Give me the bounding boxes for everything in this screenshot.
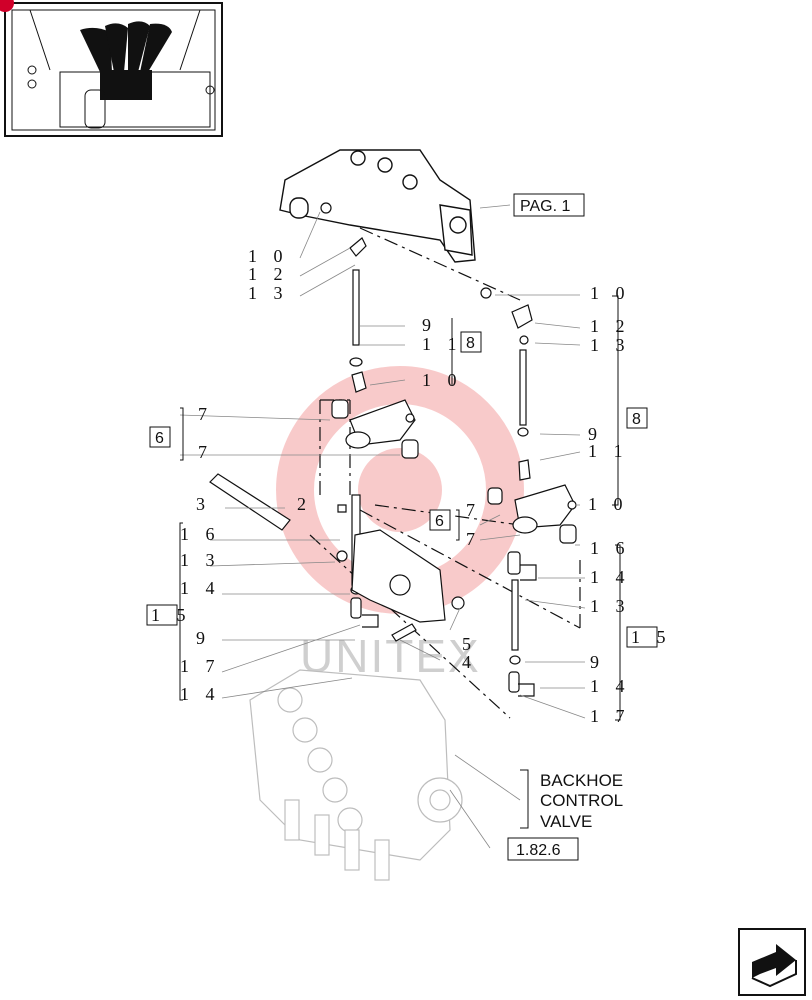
svg-text:7: 7 xyxy=(198,404,213,424)
ref-box-6-left[interactable]: 6 xyxy=(149,426,171,448)
left-coupler xyxy=(331,399,419,459)
svg-text:1.82.6: 1.82.6 xyxy=(516,842,561,859)
svg-text:1 7: 1 7 xyxy=(590,706,631,726)
ref-box-15-right[interactable]: 1 5 xyxy=(626,626,672,648)
leader-lines xyxy=(179,204,586,849)
svg-text:1 3: 1 3 xyxy=(248,283,289,303)
svg-text:7: 7 xyxy=(198,442,213,462)
backhoe-valve-label: BACKHOE CONTROL VALVE xyxy=(540,771,623,831)
svg-text:1 1: 1 1 xyxy=(588,441,629,461)
svg-text:8: 8 xyxy=(466,335,475,352)
svg-text:1 3: 1 3 xyxy=(180,550,221,570)
svg-text:1 4: 1 4 xyxy=(590,567,631,587)
svg-text:1 0: 1 0 xyxy=(422,370,463,390)
svg-text:6: 6 xyxy=(155,430,164,447)
thumbnail-cab-levers[interactable] xyxy=(4,2,223,137)
ref-box-15-left[interactable]: 1 5 xyxy=(146,604,192,626)
backhoe-control-valve-ghost xyxy=(249,669,463,881)
brackets xyxy=(179,295,621,829)
svg-text:CONTROL: CONTROL xyxy=(540,791,623,810)
ref-box-8-left[interactable]: 8 xyxy=(460,331,482,353)
callout-labels: 1 0 1 2 1 3 1 0 1 2 1 3 9 1 1 1 0 9 1 1 … xyxy=(180,246,631,726)
svg-text:9: 9 xyxy=(590,652,605,672)
svg-text:1 5: 1 5 xyxy=(631,627,672,647)
svg-text:BACKHOE: BACKHOE xyxy=(540,771,623,790)
svg-text:2: 2 xyxy=(297,494,312,514)
lever-bar-plate xyxy=(209,473,465,642)
svg-text:1 4: 1 4 xyxy=(180,578,221,598)
svg-text:1 1: 1 1 xyxy=(422,334,463,354)
next-page-arrow-icon[interactable] xyxy=(738,928,806,996)
svg-text:1 6: 1 6 xyxy=(590,538,631,558)
svg-text:1 3: 1 3 xyxy=(590,596,631,616)
svg-text:9: 9 xyxy=(588,424,603,444)
svg-text:9: 9 xyxy=(196,628,211,648)
thumbnail-marker xyxy=(0,0,14,12)
svg-text:9: 9 xyxy=(422,315,437,335)
svg-text:4: 4 xyxy=(462,652,477,672)
svg-text:1 2: 1 2 xyxy=(248,264,289,284)
svg-text:1 7: 1 7 xyxy=(180,656,221,676)
svg-text:1 6: 1 6 xyxy=(180,524,221,544)
svg-text:1 0: 1 0 xyxy=(248,246,289,266)
svg-text:1 4: 1 4 xyxy=(590,676,631,696)
ref-1826[interactable]: 1.82.6 xyxy=(507,837,579,861)
svg-text:1 3: 1 3 xyxy=(590,335,631,355)
svg-text:8: 8 xyxy=(632,411,641,428)
svg-text:PAG. 1: PAG. 1 xyxy=(520,198,570,215)
ref-box-6-right[interactable]: 6 xyxy=(429,509,451,531)
ref-box-8-right[interactable]: 8 xyxy=(626,407,648,429)
lever-housing xyxy=(279,149,476,263)
svg-text:1 0: 1 0 xyxy=(588,494,629,514)
ref-pag-1[interactable]: PAG. 1 xyxy=(513,193,585,217)
right-rod-assembly xyxy=(480,287,537,697)
svg-text:3: 3 xyxy=(196,494,211,514)
svg-text:6: 6 xyxy=(435,513,444,530)
svg-text:1 5: 1 5 xyxy=(151,605,192,625)
right-coupler xyxy=(487,484,577,544)
svg-text:1 0: 1 0 xyxy=(590,283,631,303)
svg-text:7: 7 xyxy=(466,529,481,549)
svg-text:1 4: 1 4 xyxy=(180,684,221,704)
svg-text:1 2: 1 2 xyxy=(590,316,631,336)
svg-text:7: 7 xyxy=(466,500,481,520)
svg-text:5: 5 xyxy=(462,634,477,654)
svg-text:VALVE: VALVE xyxy=(540,812,592,831)
